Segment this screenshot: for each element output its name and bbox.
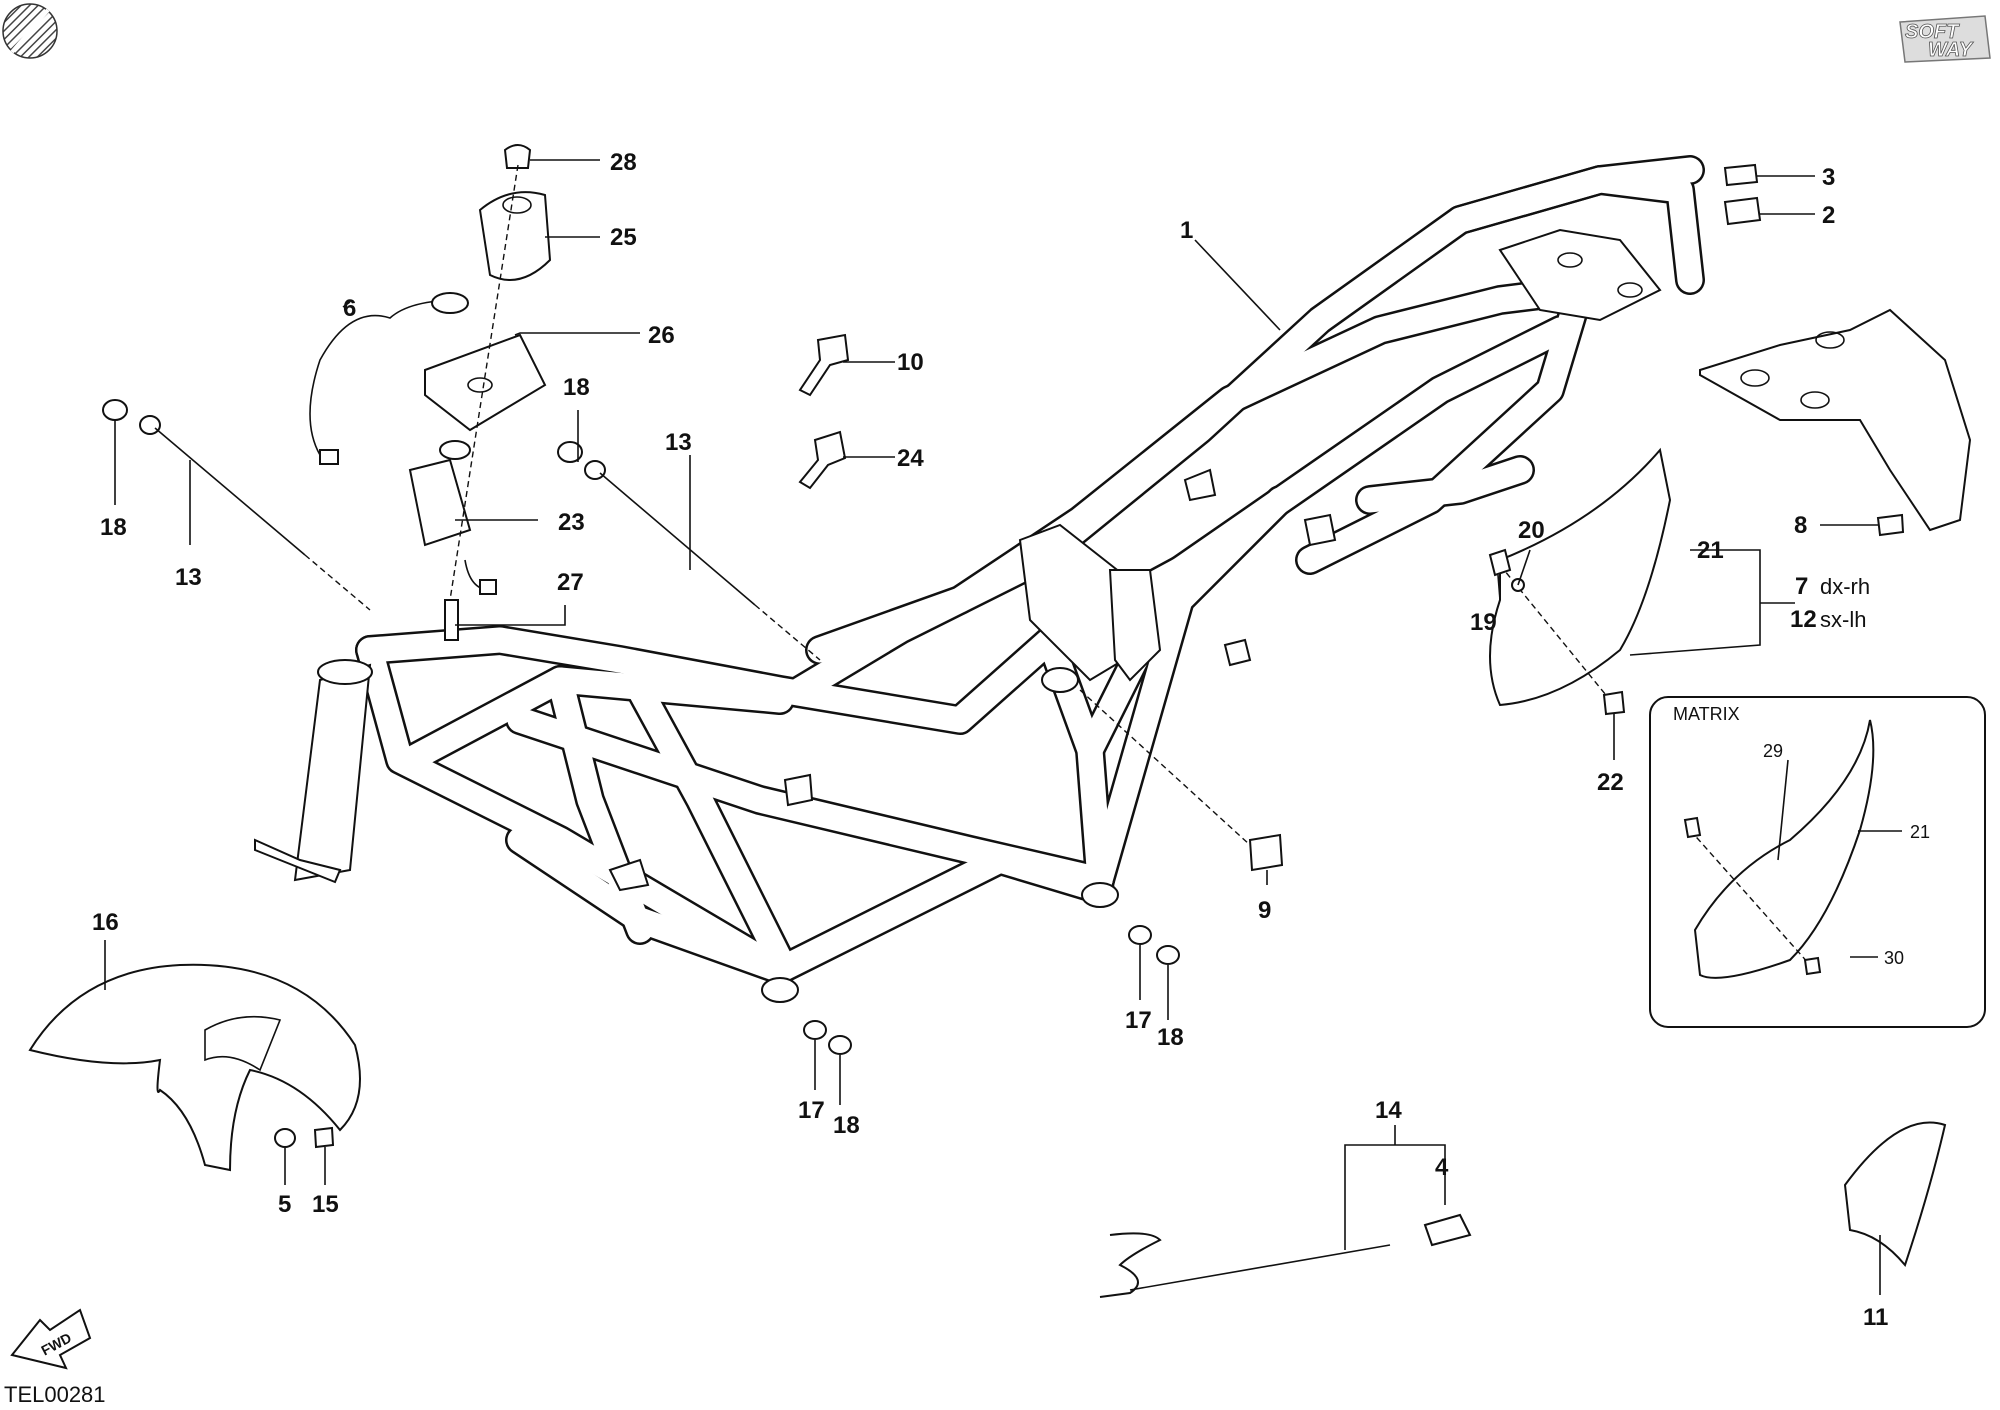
logo-emblem bbox=[2, 3, 58, 59]
callout-13-mid: 13 bbox=[665, 429, 692, 456]
matrix-inset: MATRIX 29 21 30 bbox=[1649, 696, 1986, 1028]
variant-rh-text: dx-rh bbox=[1820, 574, 1870, 599]
callout-19: 19 bbox=[1470, 609, 1497, 636]
cone-25 bbox=[478, 191, 552, 281]
fitting-4 bbox=[1423, 1213, 1472, 1247]
variant-lh-text: sx-lh bbox=[1820, 607, 1866, 632]
callout-3: 3 bbox=[1822, 164, 1835, 191]
cap-28 bbox=[503, 144, 532, 169]
callout-23: 23 bbox=[558, 509, 585, 536]
callout-8: 8 bbox=[1794, 512, 1807, 539]
bolt-27 bbox=[444, 599, 459, 641]
drawing-code: TEL00281 bbox=[4, 1382, 106, 1407]
variant-lh-num: 12 bbox=[1790, 606, 1817, 633]
cable-6 bbox=[309, 299, 461, 456]
main-frame bbox=[254, 155, 1705, 1003]
variant-rh-num: 7 bbox=[1795, 573, 1808, 600]
brand-line2: WAY bbox=[1928, 39, 1974, 61]
callout-15: 15 bbox=[312, 1191, 339, 1218]
callout-6: 6 bbox=[343, 295, 356, 322]
washer-5 bbox=[274, 1128, 296, 1148]
callout-27: 27 bbox=[557, 569, 584, 596]
brand-line1: SOFT bbox=[1905, 21, 1960, 43]
callout-18-mid: 18 bbox=[563, 374, 590, 401]
key-24 bbox=[798, 430, 847, 490]
fwd-arrow: FWD bbox=[10, 1308, 92, 1370]
callout-29: 29 bbox=[1763, 741, 1783, 761]
bushing-9 bbox=[1248, 833, 1284, 872]
leader-lines bbox=[104, 159, 1881, 1295]
grommet-2 bbox=[1723, 196, 1762, 226]
callout-25: 25 bbox=[610, 224, 637, 251]
key-10 bbox=[798, 333, 850, 397]
bracket-26 bbox=[424, 333, 547, 432]
callout-2: 2 bbox=[1822, 202, 1835, 229]
callout-17-right: 17 bbox=[1125, 1007, 1152, 1034]
callout-11: 11 bbox=[1863, 1304, 1888, 1331]
callout-24: 24 bbox=[897, 445, 924, 472]
callout-28: 28 bbox=[610, 149, 637, 176]
screw-19 bbox=[1488, 548, 1512, 577]
inset-title: MATRIX bbox=[1673, 704, 1740, 724]
callout-18-right: 18 bbox=[1157, 1024, 1184, 1051]
callout-10: 10 bbox=[897, 349, 924, 376]
callout-13-left: 13 bbox=[175, 564, 202, 591]
front-fender-16 bbox=[28, 963, 361, 1172]
spacer-18-mid bbox=[557, 441, 583, 463]
callout-17-mid: 17 bbox=[798, 1097, 825, 1124]
decal-11 bbox=[1843, 1121, 1947, 1268]
callout-18-lower: 18 bbox=[833, 1112, 860, 1139]
callout-21: 21 bbox=[1697, 537, 1724, 564]
grommet-3 bbox=[1723, 163, 1759, 187]
rear-hugger bbox=[1699, 308, 1972, 532]
callout-numbers: 28 25 26 6 23 27 10 24 18 13 18 13 1 3 2… bbox=[92, 149, 1888, 1331]
callout-20: 20 bbox=[1518, 517, 1545, 544]
screw-15 bbox=[313, 1126, 335, 1149]
callout-14: 14 bbox=[1375, 1097, 1402, 1124]
callout-21-matrix: 21 bbox=[1910, 822, 1930, 842]
softway-logo: SOFT WAY bbox=[1899, 15, 1991, 63]
callout-16: 16 bbox=[92, 909, 119, 936]
callout-22: 22 bbox=[1597, 769, 1624, 796]
callout-9: 9 bbox=[1258, 897, 1271, 924]
nut-22 bbox=[1602, 690, 1626, 716]
switch-23 bbox=[408, 458, 472, 547]
callout-30: 30 bbox=[1884, 948, 1904, 968]
callout-1: 1 bbox=[1180, 217, 1193, 244]
callout-26: 26 bbox=[648, 322, 675, 349]
spacer-18-left bbox=[102, 399, 128, 421]
callout-5: 5 bbox=[278, 1191, 291, 1218]
side-panel-21 bbox=[1489, 447, 1672, 707]
callout-4: 4 bbox=[1435, 1154, 1449, 1181]
callout-18-left: 18 bbox=[100, 514, 127, 541]
cable-14 bbox=[1099, 1232, 1162, 1298]
